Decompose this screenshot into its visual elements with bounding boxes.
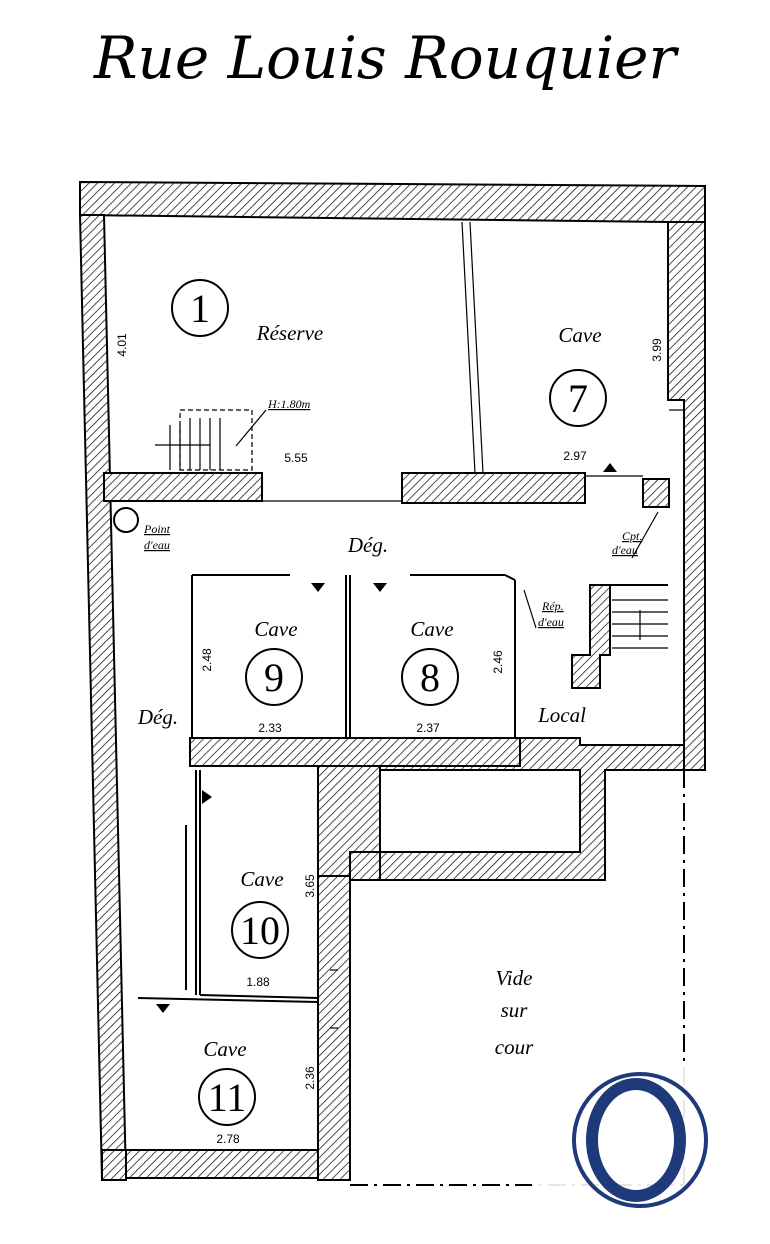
staircase-local [571, 584, 668, 689]
middle-block [189, 574, 685, 881]
dim-r8-w: 2.37 [416, 721, 440, 735]
dim-r7-h: 3.99 [650, 338, 664, 362]
svg-text:Cave: Cave [410, 617, 453, 641]
label-point-eau-2: d'eau [144, 538, 170, 552]
dim-r11-w: 2.78 [216, 1132, 240, 1146]
label-vide: Vide [496, 966, 533, 990]
dim-r9-w: 2.33 [258, 721, 282, 735]
svg-text:1: 1 [190, 286, 210, 331]
door-arrows [156, 463, 617, 1013]
label-point-eau-1: Point [143, 522, 171, 536]
dim-r8-h: 2.46 [491, 650, 505, 674]
label-cpt-eau-1: Cpt. [622, 529, 642, 543]
label-rep-eau-2: d'eau [538, 615, 564, 629]
svg-text:Cave: Cave [203, 1037, 246, 1061]
svg-text:Cave: Cave [558, 323, 601, 347]
label-deg-left: Dég. [137, 705, 178, 729]
svg-text:8: 8 [420, 655, 440, 700]
dim-r10-h: 3.65 [303, 874, 317, 898]
room-8: Cave 8 [401, 617, 459, 706]
label-deg-top: Dég. [347, 533, 388, 557]
svg-text:Réserve: Réserve [256, 321, 323, 345]
dim-r1-h: 4.01 [115, 333, 129, 357]
label-hauteur: H:1.80m [267, 397, 311, 411]
label-cour: cour [495, 1035, 534, 1059]
point-eau-icon [113, 507, 139, 533]
room-9: Cave 9 [245, 617, 303, 706]
dim-r9-h: 2.48 [200, 648, 214, 672]
label-sur: sur [501, 998, 529, 1022]
dim-r10-w: 1.88 [246, 975, 270, 989]
svg-text:Cave: Cave [240, 867, 283, 891]
dim-r11-h: 2.36 [303, 1066, 317, 1090]
circle-o-logo-icon [532, 1064, 748, 1224]
room-1: 1 Réserve [171, 279, 323, 345]
room-7: Cave 7 [549, 323, 607, 427]
dim-r7-w: 2.97 [563, 449, 587, 463]
outer-walls [78, 180, 706, 1181]
staircase-reserve [155, 409, 253, 471]
street-title: Rue Louis Rouquier [93, 24, 680, 92]
svg-text:11: 11 [208, 1075, 247, 1120]
label-rep-eau-1: Rép. [541, 599, 564, 613]
room-11: Cave 11 [198, 1037, 256, 1126]
svg-text:Cave: Cave [254, 617, 297, 641]
svg-text:9: 9 [264, 655, 284, 700]
svg-text:7: 7 [568, 376, 588, 421]
upper-partitions [103, 221, 684, 508]
label-cpt-eau-2: d'eau [612, 543, 638, 557]
svg-text:10: 10 [240, 908, 280, 953]
lower-partitions [137, 770, 338, 1029]
label-local: Local [537, 703, 586, 727]
dim-r1-w: 5.55 [284, 451, 308, 465]
room-10: Cave 10 [231, 867, 289, 959]
